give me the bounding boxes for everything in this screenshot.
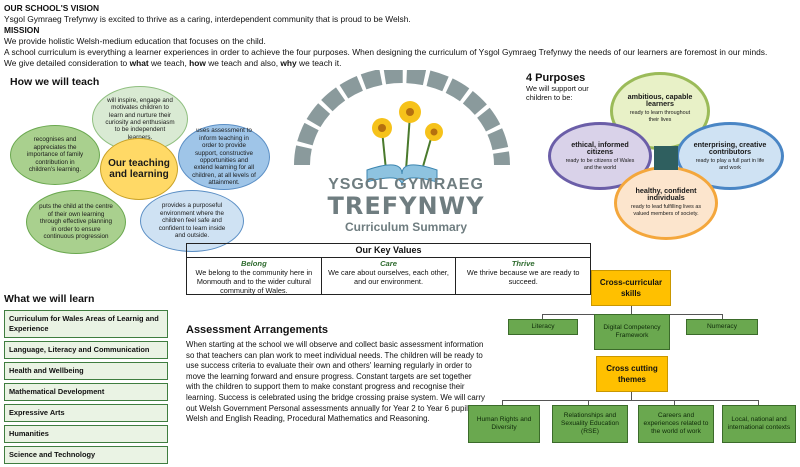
- teach-ellipse-bottom-left: puts the child at the centre of their ow…: [26, 190, 126, 254]
- key-values-title: Our Key Values: [187, 244, 590, 258]
- purpose-right: enterprising, creative contributors read…: [676, 122, 784, 190]
- connector-line: [542, 314, 543, 319]
- teach-ellipse-right: uses assessment to inform teaching in or…: [178, 124, 270, 190]
- skill-literacy: Literacy: [508, 319, 578, 335]
- vision-mission: OUR SCHOOL'S VISION Ysgol Gymraeg Trefyn…: [4, 3, 796, 69]
- purposes-center: [654, 146, 678, 170]
- connector-line: [722, 314, 723, 319]
- assessment-text: When starting at the school we will obse…: [186, 340, 485, 424]
- learn-item: Health and Wellbeing: [4, 362, 168, 380]
- learn-item: Curriculum for Wales Areas of Learnig an…: [4, 310, 168, 338]
- teach-ellipse-left: recognises and appreciates the importanc…: [10, 125, 100, 185]
- themes-title: Cross cutting themes: [596, 356, 668, 392]
- mission-heading: MISSION: [4, 25, 40, 35]
- vision-heading: OUR SCHOOL'S VISION: [4, 3, 100, 13]
- skill-digital: Digital Competency Framework: [594, 314, 670, 350]
- connector-line: [502, 400, 758, 401]
- logo-line3: Curriculum Summary: [344, 220, 468, 234]
- assessment-heading: Assessment Arrangements: [186, 324, 329, 336]
- learn-item: Language, Literacy and Communication: [4, 341, 168, 359]
- logo-line1: YSGOL GYMRAEG: [328, 176, 484, 193]
- connector-line: [502, 400, 503, 405]
- learn-item: Mathematical Development: [4, 383, 168, 401]
- vision-text: Ysgol Gymraeg Trefynwy is excited to thr…: [4, 14, 411, 24]
- learn-item: Science and Technology: [4, 446, 168, 464]
- connector-line: [674, 400, 675, 405]
- purposes-intro: We will support our children to be:: [526, 84, 589, 102]
- theme-human-rights: Human Rights and Diversity: [468, 405, 540, 443]
- purpose-bottom: healthy, confident individuals ready to …: [614, 166, 718, 240]
- learn-heading: What we will learn: [4, 293, 95, 305]
- purposes-heading: 4 Purposes: [526, 72, 586, 84]
- teach-ellipse-center: Our teaching and learning: [100, 138, 178, 200]
- learn-item: Humanities: [4, 425, 168, 443]
- mission-line: We provide holistic Welsh-medium educati…: [4, 36, 266, 46]
- teach-ellipse-bottom-right: provides a purposeful environment where …: [140, 190, 244, 252]
- logo-line2: TREFYNWY: [327, 192, 485, 220]
- school-logo: [282, 67, 522, 240]
- logo-arch-icon: [294, 67, 510, 187]
- theme-careers: Careers and experiences related to the w…: [638, 405, 714, 443]
- flower-icon: [372, 101, 443, 171]
- learn-list: Curriculum for Wales Areas of Learnig an…: [4, 310, 168, 467]
- theme-contexts: Local, national and international contex…: [722, 405, 796, 443]
- skill-numeracy: Numeracy: [686, 319, 758, 335]
- connector-line: [588, 400, 589, 405]
- connector-line: [631, 392, 632, 400]
- connector-line: [758, 400, 759, 405]
- mission-line: We give detailed consideration to what w…: [4, 58, 342, 68]
- learn-item: Expressive Arts: [4, 404, 168, 422]
- mission-line: A school curriculum is everything a lear…: [4, 47, 768, 57]
- connector-line: [631, 306, 632, 314]
- teach-heading: How we will teach: [10, 76, 100, 88]
- skills-title: Cross-curricular skills: [591, 270, 671, 306]
- theme-rse: Relationships and Sexuality Education (R…: [552, 405, 628, 443]
